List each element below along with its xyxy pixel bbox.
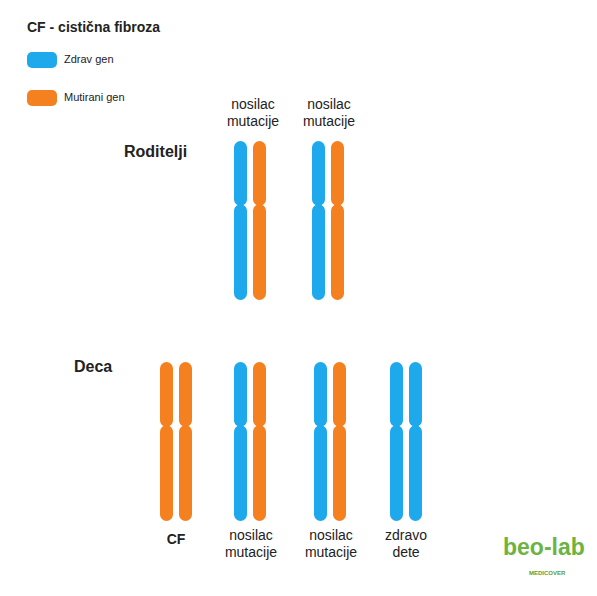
healthy-chromosome <box>409 362 422 521</box>
parent-chromosomes <box>234 141 344 300</box>
parent-label: nosilac mutacije <box>218 96 288 130</box>
healthy-chromosome <box>234 141 247 300</box>
mutated-chromosome <box>160 362 173 521</box>
healthy-chromosome <box>312 141 325 300</box>
mutated-chromosome <box>253 141 266 300</box>
row-heading: Roditelji <box>124 142 187 161</box>
mutated-chromosome <box>253 362 266 521</box>
legend-swatch <box>27 90 57 106</box>
healthy-chromosome <box>234 362 247 521</box>
parent-label: nosilac mutacije <box>294 96 364 130</box>
mutated-chromosome <box>179 362 192 521</box>
diagram-title: CF - cistična fibroza <box>27 19 160 36</box>
healthy-chromosome <box>314 362 327 521</box>
child-label: CF <box>167 531 186 548</box>
legend-text: Mutirani gen <box>64 91 125 104</box>
healthy-chromosome <box>390 362 403 521</box>
row-heading: Deca <box>74 357 112 376</box>
legend-swatch <box>27 52 57 68</box>
child-label: nosilac mutacije <box>216 527 286 561</box>
legend-text: Zdrav gen <box>64 53 114 66</box>
child-label: zdravo dete <box>376 527 436 561</box>
watermark-sub: MEDICOVER <box>529 570 565 577</box>
mutated-chromosome <box>333 362 346 521</box>
watermark: beo-lab <box>503 534 585 562</box>
child-chromosomes <box>160 362 422 521</box>
child-label: nosilac mutacije <box>296 527 366 561</box>
mutated-chromosome <box>331 141 344 300</box>
